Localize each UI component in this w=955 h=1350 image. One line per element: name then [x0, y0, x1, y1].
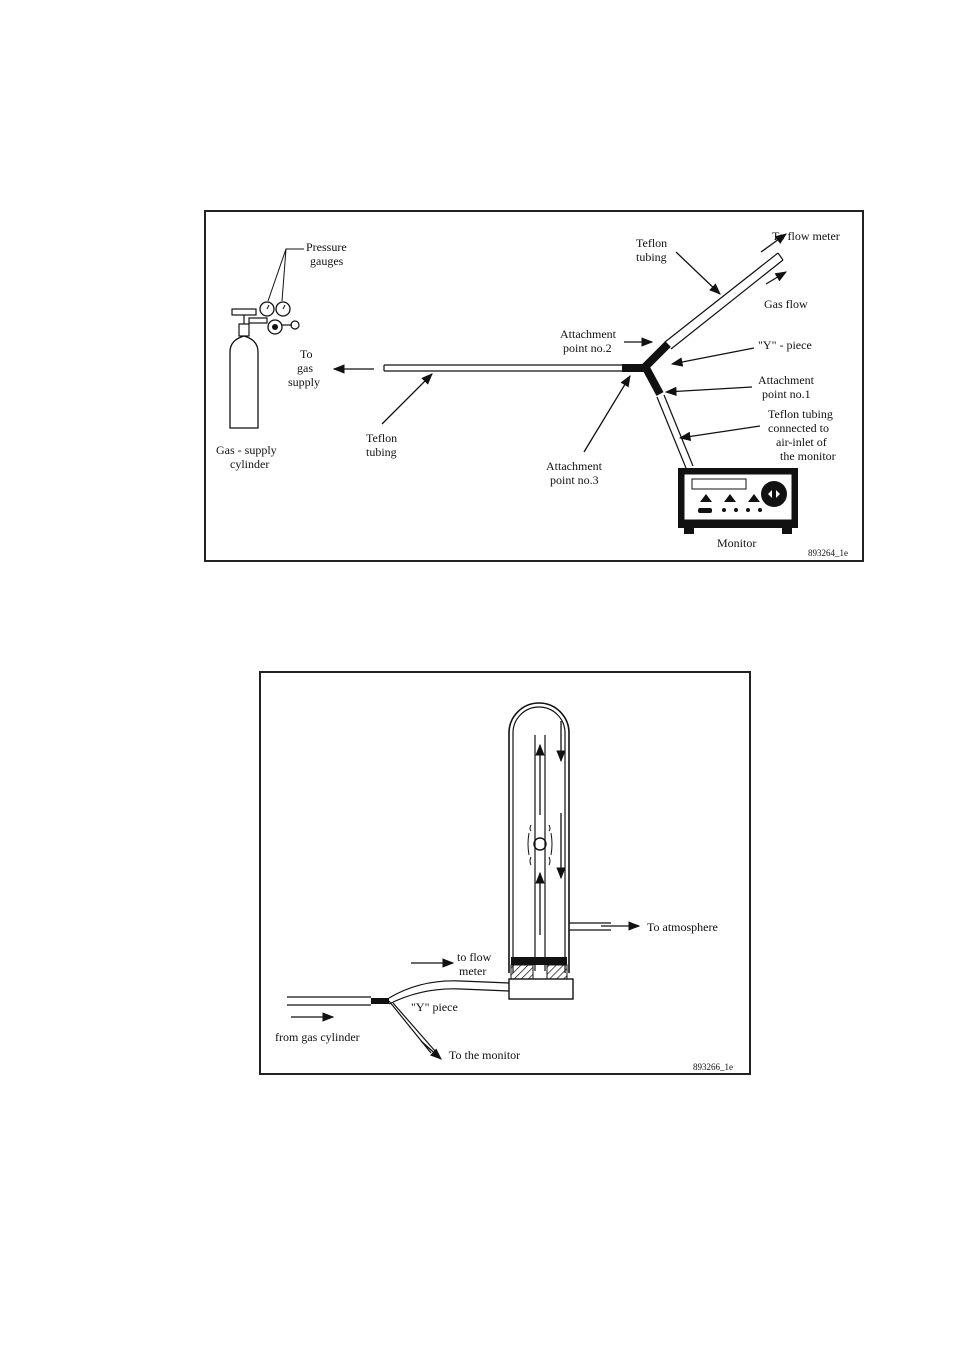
figure-2-code: 893266_1e: [693, 1062, 733, 1072]
gas-cylinder-icon: [229, 308, 268, 429]
setup-diagram-svg: Pressure gauges Gas - supply cylinder To…: [216, 229, 848, 558]
inner-tube: [534, 735, 546, 971]
gas-flow-label: Gas flow: [764, 297, 808, 311]
pressure-gauges-icon: [259, 301, 300, 335]
outer-glass-tube: [508, 702, 570, 973]
attachment-point-1-label: Attachment point no.1: [758, 373, 817, 401]
y-piece-icon: [641, 341, 671, 396]
flow-tube-diagram: To atmosphere from gas cylinder to flow …: [259, 671, 751, 1075]
monitor-icon: [678, 468, 798, 534]
teflon-tubing-left-label: Teflon tubing: [366, 431, 400, 459]
tube-base-plug: [508, 957, 574, 1000]
to-flow-meter-label: To flow meter: [772, 229, 840, 243]
from-gas-cylinder-label: from gas cylinder: [275, 1030, 360, 1044]
to-gas-supply-label: To gas supply: [288, 347, 320, 389]
atmosphere-outlet: [569, 922, 611, 931]
y-piece-branches: [388, 980, 510, 1054]
y-piece-label: "Y" - piece: [758, 338, 812, 352]
figure-1-code: 893264_1e: [808, 548, 848, 558]
pressure-gauges-label: Pressure gauges: [306, 240, 350, 268]
monitor-teflon-tubing: [656, 394, 694, 469]
gas-supply-cylinder-label: Gas - supply cylinder: [216, 443, 280, 471]
gas-supply-setup-diagram: Pressure gauges Gas - supply cylinder To…: [204, 210, 864, 562]
attachment-point-2-label: Attachment point no.2: [560, 327, 619, 355]
horizontal-teflon-tubing: [383, 364, 650, 372]
gas-bubble-icon: [527, 824, 553, 866]
flow-tube-svg: To atmosphere from gas cylinder to flow …: [275, 702, 733, 1072]
to-the-monitor-label: To the monitor: [449, 1048, 520, 1062]
to-flow-meter-label: to flow meter: [457, 950, 494, 978]
attachment-point-3-label: Attachment point no.3: [546, 459, 605, 487]
to-atmosphere-label: To atmosphere: [647, 920, 718, 934]
teflon-tubing-top-label: Teflon tubing: [636, 236, 670, 264]
teflon-tubing-monitor-label: Teflon tubing connected to air-inlet of …: [768, 407, 836, 463]
inlet-tubing: [287, 996, 389, 1006]
upper-teflon-tubing: [664, 252, 784, 350]
monitor-label: Monitor: [717, 536, 756, 550]
y-piece-label: "Y" piece: [411, 1000, 458, 1014]
